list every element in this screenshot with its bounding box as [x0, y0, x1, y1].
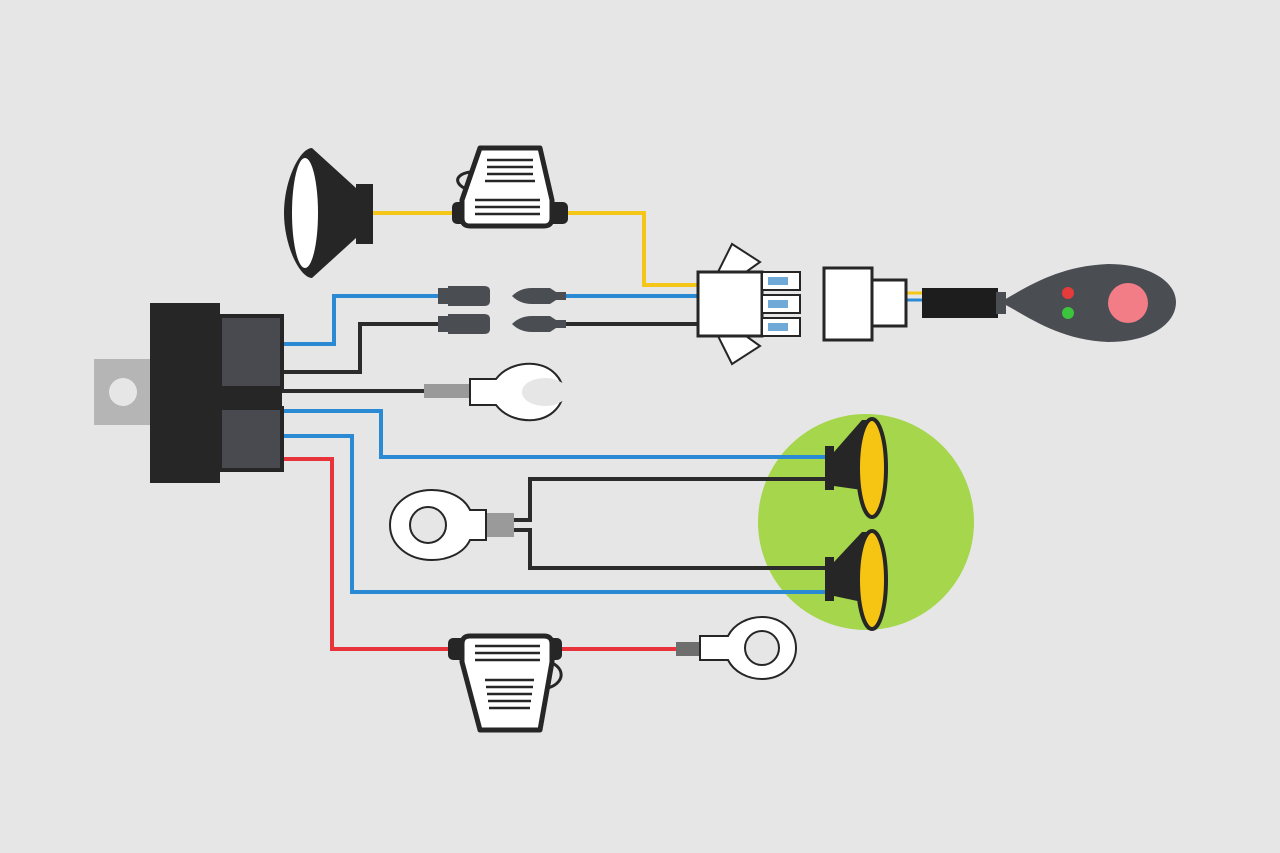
switch-cable-sleeve: [922, 288, 998, 318]
ring-terminal-icon: [676, 615, 798, 681]
bullet-male-bottom: [512, 316, 566, 332]
inline-fuse-holder-icon: [448, 633, 563, 733]
wire-blue-relay-to-bullet: [282, 294, 440, 346]
relay-pin-block-bottom: [218, 406, 284, 472]
wire-black-relay-to-bullet: [282, 322, 440, 374]
fog-lamp-icon: [825, 417, 888, 519]
wire-blue-lamp-top: [282, 409, 826, 459]
connector-plug-icon: [696, 242, 801, 366]
plug-pins: [761, 271, 801, 337]
socket-nose: [870, 278, 908, 328]
fork-terminal-icon: [424, 362, 568, 422]
wire-red-relay-to-fuse: [282, 457, 455, 651]
switch-led-green: [1062, 307, 1074, 319]
lamp-bottom-mount: [825, 557, 834, 601]
horn-mouth: [292, 158, 318, 268]
battery-crimp: [676, 642, 704, 656]
ground-crimp: [486, 513, 514, 537]
ring-terminal-icon: [388, 488, 514, 562]
switch-remote-icon: [922, 264, 1176, 342]
ground-ring-hole: [409, 506, 447, 544]
switch-button: [1108, 283, 1148, 323]
horn-icon: [284, 148, 373, 278]
switch-body: [1004, 264, 1176, 342]
relay-pin-block-top: [218, 314, 284, 390]
bullet-female-top: [438, 286, 490, 306]
fuse-bottom-body: [459, 633, 555, 733]
fuse-bottom-grip: [475, 644, 540, 710]
wire-blue-lamp-bottom: [282, 434, 826, 594]
socket-body: [822, 266, 874, 342]
switch-cable-collar: [996, 292, 1006, 314]
bullet-female-bottom: [438, 314, 490, 334]
wires: [282, 211, 922, 651]
bullet-male-top: [512, 288, 566, 304]
inline-fuse-holder-icon: [452, 145, 568, 229]
battery-ring-hole: [744, 630, 780, 666]
relay-icon: [94, 303, 284, 483]
lamp-bottom-lens: [856, 529, 888, 631]
relay-center-band: [220, 386, 282, 410]
relay-body: [150, 303, 220, 483]
connector-socket-icon: [822, 266, 908, 342]
horn-neck: [356, 184, 373, 244]
bullet-connector-icon: [438, 286, 566, 334]
relay-mount-hole: [109, 378, 137, 406]
fog-lamp-icon: [825, 529, 888, 631]
fork-crimp: [424, 384, 470, 398]
switch-led-red: [1062, 287, 1074, 299]
lamp-top-lens: [856, 417, 888, 519]
lamp-highlight-circle: [758, 414, 974, 630]
plug-body: [696, 270, 764, 338]
fork-slot: [522, 378, 568, 406]
wire-black-ground-top: [514, 477, 826, 522]
lamp-top-mount: [825, 446, 834, 490]
fuse-top-grip: [475, 158, 540, 216]
wire-yellow-switch: [566, 211, 700, 287]
wire-black-ground-bottom: [514, 528, 826, 570]
